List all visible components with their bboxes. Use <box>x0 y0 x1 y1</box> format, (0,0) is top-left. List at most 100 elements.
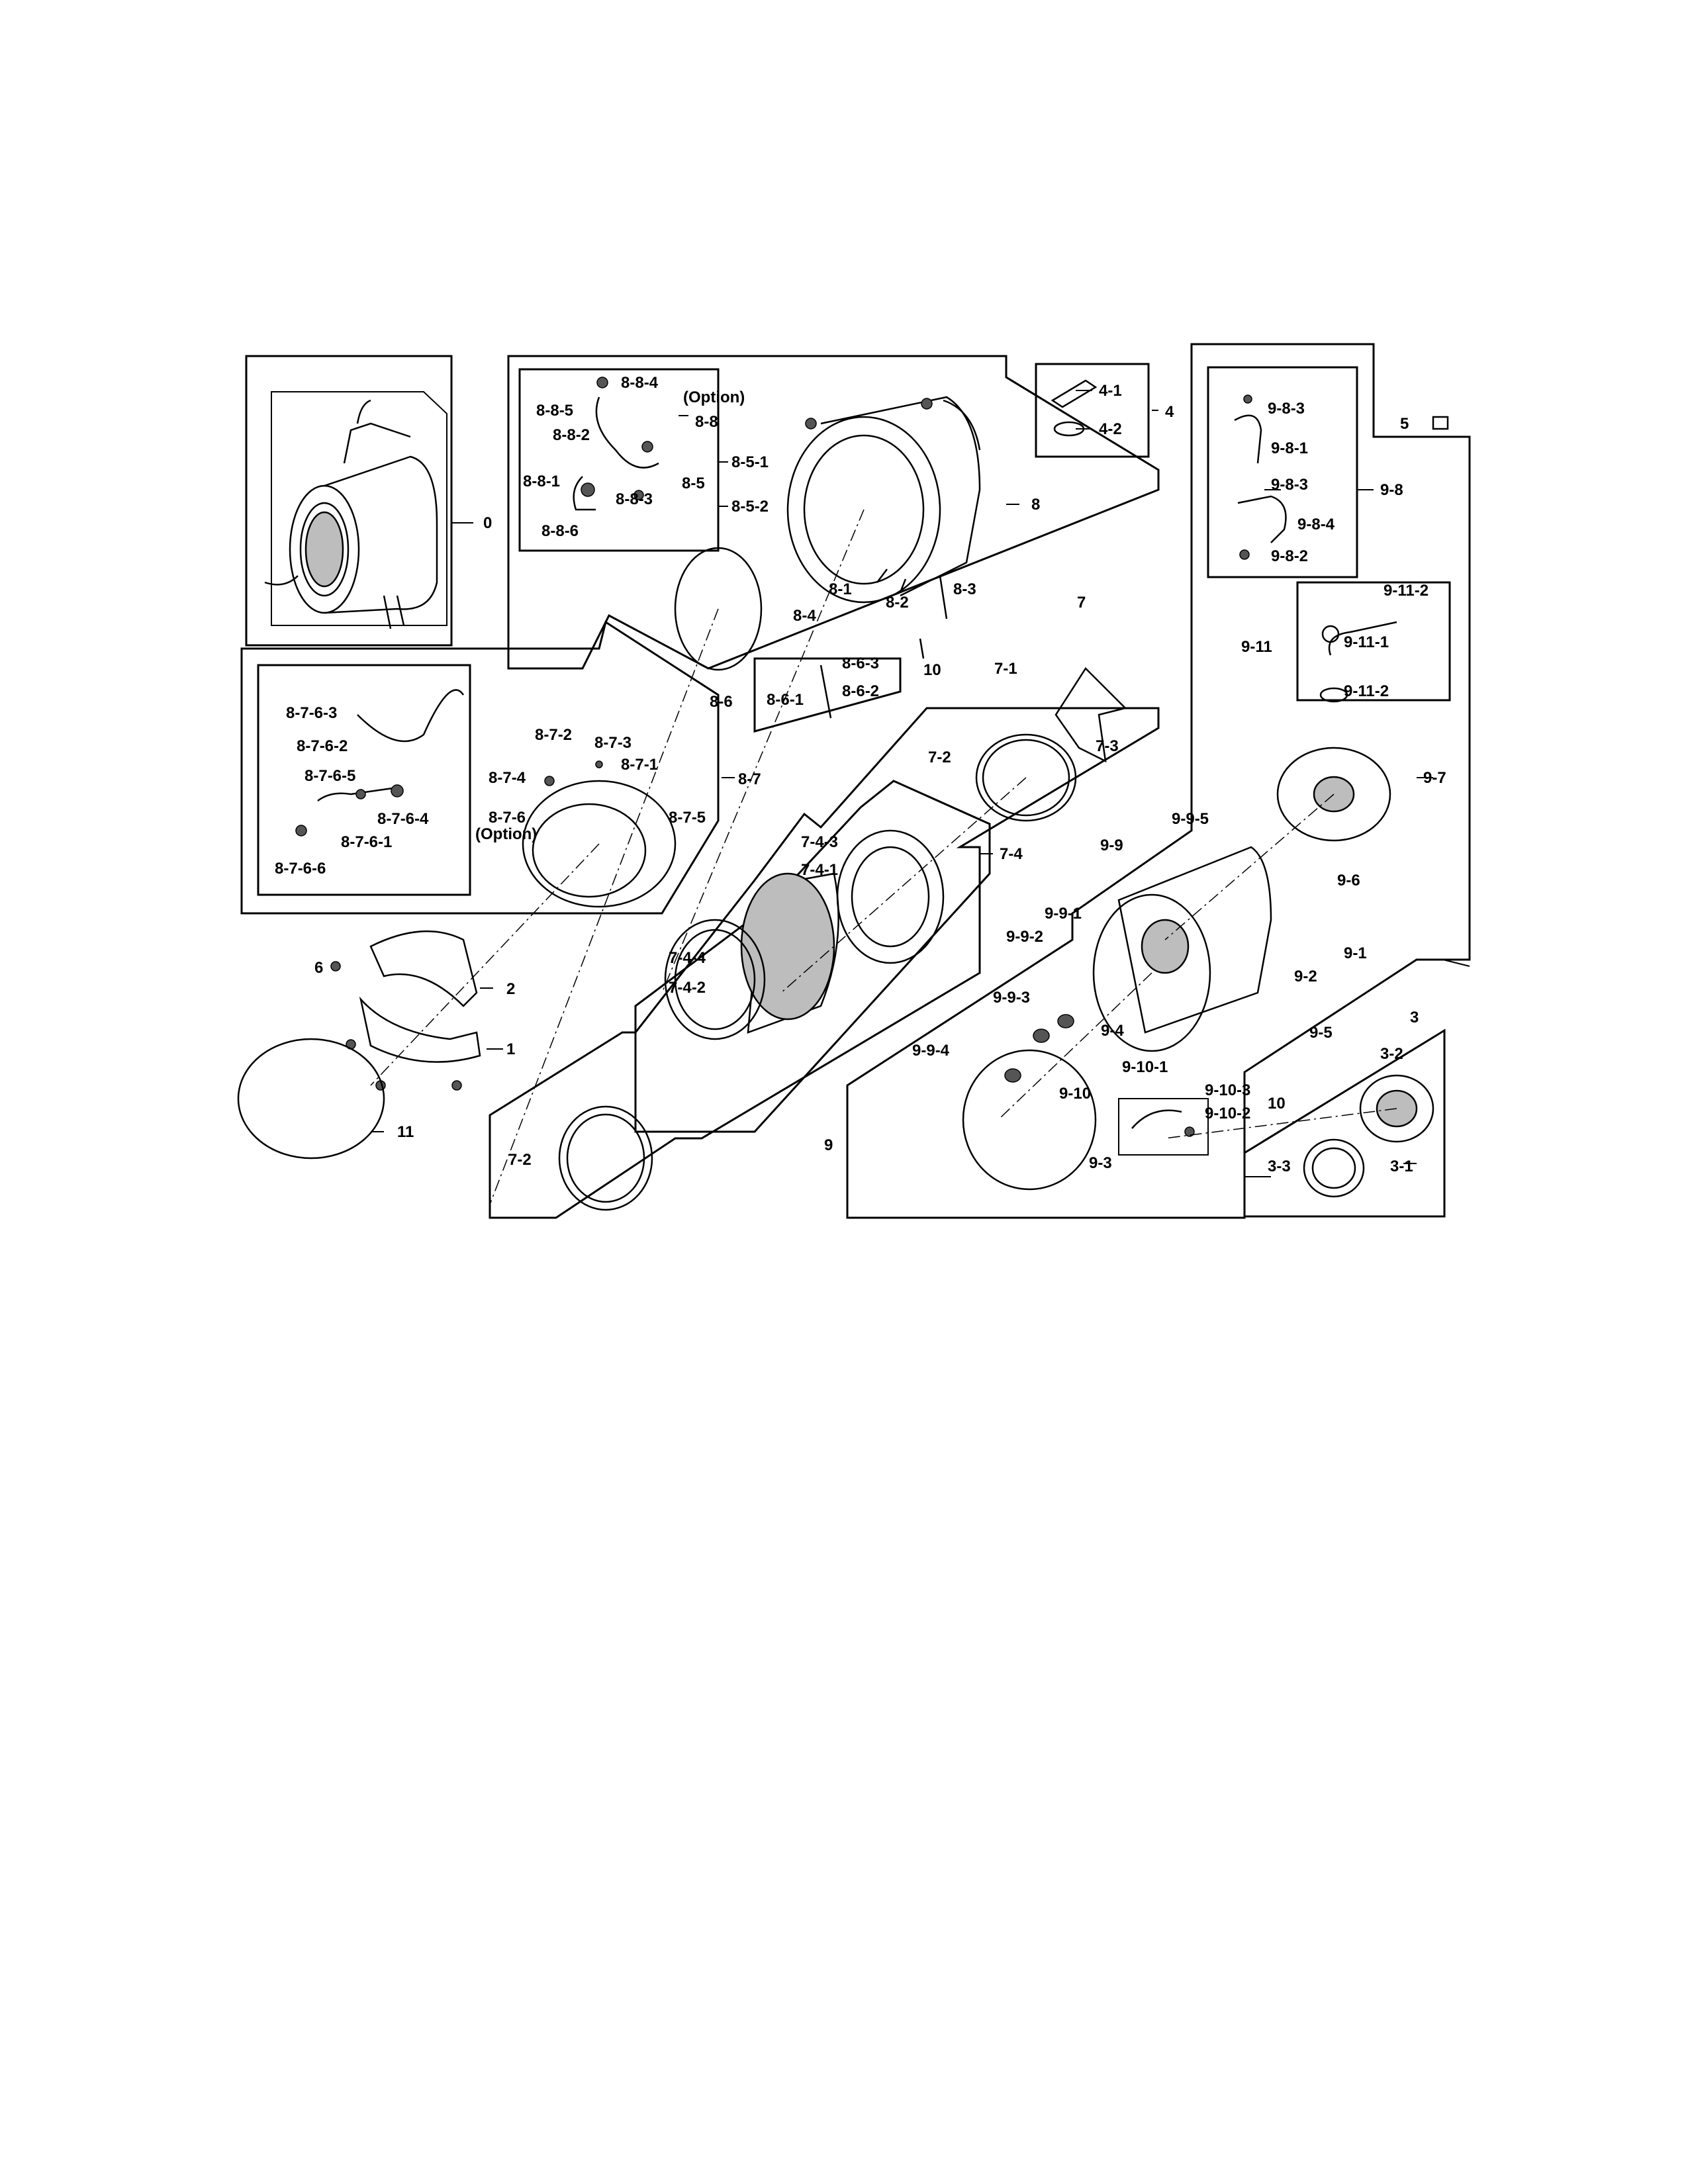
label-8-7-6-2: 8-7-6-2 <box>297 737 348 755</box>
label-8-7: 8-7 <box>738 770 761 788</box>
label-9-9-4: 9-9-4 <box>912 1042 950 1060</box>
label-9-9: 9-9 <box>1100 837 1123 854</box>
label-8-7-2: 8-7-2 <box>535 726 572 744</box>
label-9-3: 9-3 <box>1089 1154 1112 1172</box>
label-8-7-1: 8-7-1 <box>621 756 658 774</box>
tub-front-8-5-illustration <box>786 396 981 604</box>
label-8-8-5: 8-8-5 <box>536 402 573 420</box>
label-7-3: 7-3 <box>1096 737 1119 755</box>
assembly-box-0 <box>245 355 453 647</box>
label-6: 6 <box>314 959 323 977</box>
label-9-11-2-a: 9-11-2 <box>1383 582 1429 600</box>
label-8-7-6-5: 8-7-6-5 <box>305 767 355 785</box>
label-7-2-b: 7-2 <box>508 1151 532 1169</box>
label-9-7: 9-7 <box>1423 769 1446 787</box>
label-4-1: 4-1 <box>1099 382 1122 400</box>
label-1: 1 <box>506 1040 515 1058</box>
part-5-illustration <box>1432 416 1449 430</box>
label-8-7-3: 8-7-3 <box>594 734 632 752</box>
part-labels: 0 8-8-4 8-8-5 (Option) 8-8 8-8-2 8-8-1 8… <box>275 374 1446 1175</box>
assembled-tub-illustration <box>264 399 438 629</box>
label-8-7-5: 8-7-5 <box>669 809 706 827</box>
label-8-8-opt: (Option) <box>683 388 745 406</box>
label-9-10-2: 9-10-2 <box>1205 1105 1250 1122</box>
label-8-6-2: 8-6-2 <box>842 682 879 700</box>
label-9-10-3: 9-10-3 <box>1205 1081 1250 1099</box>
label-7: 7 <box>1077 594 1086 612</box>
label-8-6-3: 8-6-3 <box>842 655 879 672</box>
label-9-6: 9-6 <box>1337 872 1360 889</box>
label-9-8-3-a: 9-8-3 <box>1268 400 1305 418</box>
label-8-8-4: 8-8-4 <box>621 374 659 392</box>
label-9-5: 9-5 <box>1309 1024 1333 1042</box>
label-9-8-1: 9-8-1 <box>1271 439 1308 457</box>
label-8-8-2: 8-8-2 <box>553 426 590 444</box>
gasket-ring-8-4 <box>674 547 763 671</box>
label-7-4-3: 7-4-3 <box>801 833 838 851</box>
label-8-2: 8-2 <box>886 594 909 612</box>
label-7-2-a: 7-2 <box>928 749 951 766</box>
label-9-8-2: 9-8-2 <box>1271 547 1308 565</box>
label-8-5-1: 8-5-1 <box>731 453 769 471</box>
label-7-4: 7-4 <box>1000 845 1023 863</box>
label-8: 8 <box>1031 496 1040 514</box>
label-8-1: 8-1 <box>829 580 852 598</box>
clamp-ring-11 <box>237 1038 385 1160</box>
drum-box-7 <box>489 667 1160 1219</box>
motor-box-3 <box>1243 1028 1446 1218</box>
label-8-8-6: 8-8-6 <box>541 522 579 540</box>
label-8-7-6-1: 8-7-6-1 <box>341 833 392 851</box>
label-9-8-4: 9-8-4 <box>1297 516 1335 533</box>
hose-option-box-8-8 <box>518 368 720 552</box>
label-8-5: 8-5 <box>682 475 705 492</box>
label-9-11-2-b: 9-11-2 <box>1344 682 1389 700</box>
label-8-8-3: 8-8-3 <box>616 490 653 508</box>
sensor-box-4 <box>1035 363 1150 458</box>
diaphragm-box-8-7 <box>240 620 720 915</box>
label-9-11-1: 9-11-1 <box>1344 633 1389 651</box>
label-8-6-1: 8-6-1 <box>767 691 804 709</box>
label-9-10-1: 9-10-1 <box>1122 1058 1168 1076</box>
label-9: 9 <box>824 1136 833 1154</box>
label-8-7-6-3: 8-7-6-3 <box>286 704 337 722</box>
label-3-2: 3-2 <box>1380 1045 1403 1063</box>
label-8-7-4: 8-7-4 <box>489 769 526 787</box>
label-3: 3 <box>1410 1009 1419 1026</box>
leader-lines <box>371 390 1470 1177</box>
sensor-box-8-6 <box>753 657 902 733</box>
label-3-3: 3-3 <box>1268 1158 1291 1175</box>
exploded-lines <box>370 509 1397 1205</box>
label-2: 2 <box>506 980 515 998</box>
label-0: 0 <box>483 514 492 532</box>
label-7-1: 7-1 <box>994 660 1017 678</box>
label-9-8: 9-8 <box>1380 481 1403 499</box>
label-3-1: 3-1 <box>1390 1158 1413 1175</box>
clamp-hinges <box>330 930 481 1091</box>
label-5: 5 <box>1400 415 1409 433</box>
label-8-7-6-4: 8-7-6-4 <box>377 810 429 828</box>
label-9-9-1: 9-9-1 <box>1045 905 1082 923</box>
label-9-10: 9-10 <box>1059 1085 1091 1103</box>
label-8-7-6-opt: (Option) <box>475 825 537 843</box>
label-9-9-2: 9-9-2 <box>1006 928 1043 946</box>
label-10-b: 10 <box>1268 1095 1286 1113</box>
label-4-2: 4-2 <box>1099 420 1122 438</box>
label-9-11: 9-11 <box>1241 638 1272 656</box>
label-7-4-1: 7-4-1 <box>801 861 838 879</box>
label-8-7-6-6: 8-7-6-6 <box>275 860 326 878</box>
label-4: 4 <box>1165 403 1174 421</box>
label-8-5-2: 8-5-2 <box>731 498 769 516</box>
label-9-2: 9-2 <box>1294 968 1317 985</box>
label-11: 11 <box>397 1123 414 1141</box>
label-8-6: 8-6 <box>710 693 733 711</box>
label-9-8-3-b: 9-8-3 <box>1271 476 1308 494</box>
label-8-8-1: 8-8-1 <box>523 473 560 490</box>
label-7-4-4: 7-4-4 <box>669 949 706 967</box>
label-8-4: 8-4 <box>793 607 816 625</box>
label-9-1: 9-1 <box>1344 944 1367 962</box>
label-8-3: 8-3 <box>953 580 976 598</box>
label-8-8: 8-8 <box>695 413 718 431</box>
label-9-9-5: 9-9-5 <box>1172 810 1209 828</box>
label-8-7-6: 8-7-6 <box>489 809 526 827</box>
